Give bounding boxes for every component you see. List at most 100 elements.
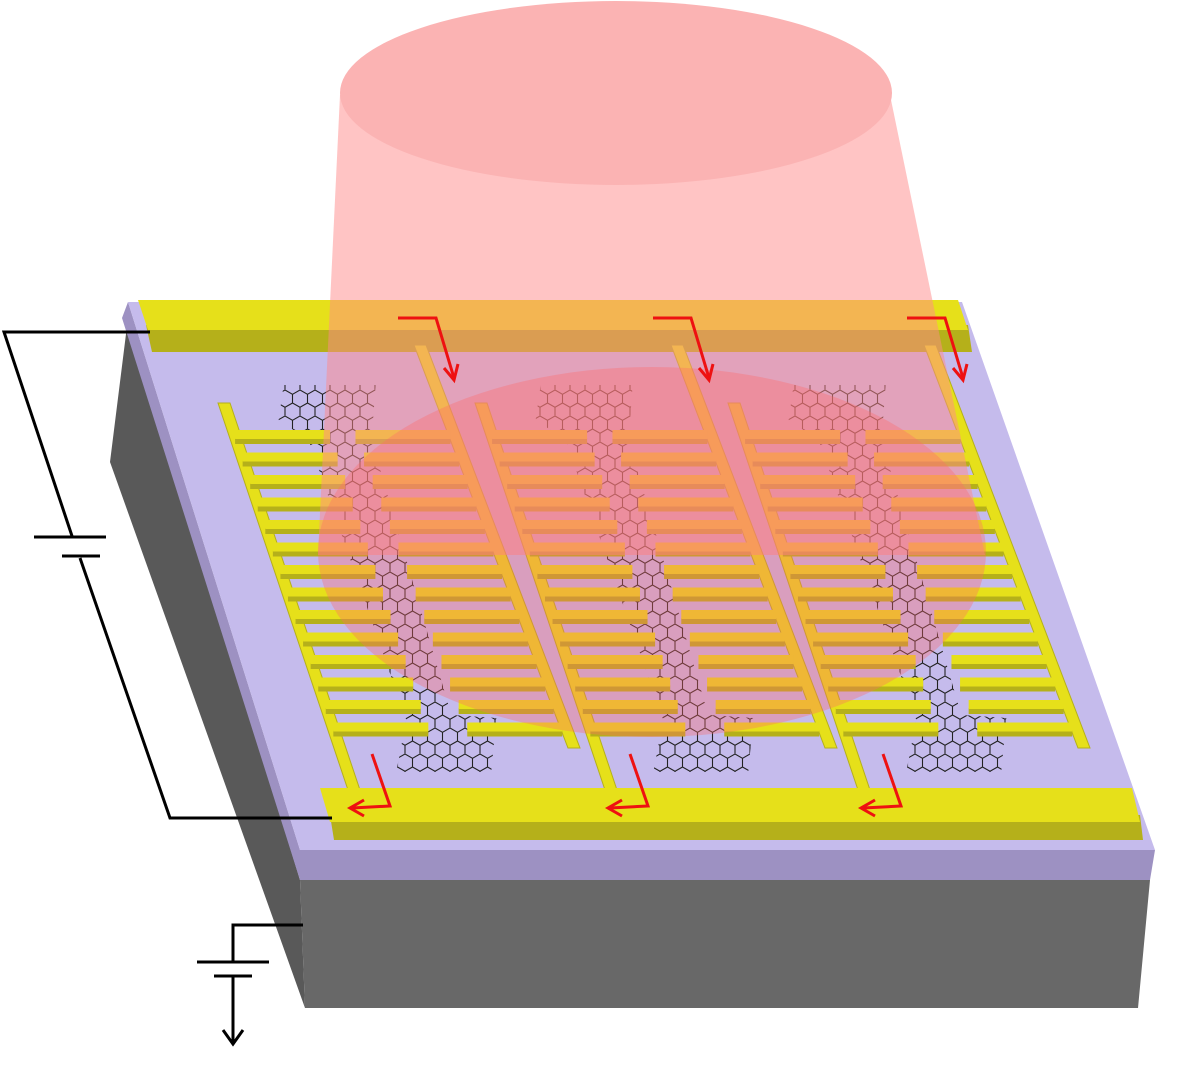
source-finger xyxy=(590,722,686,732)
arrowhead-icon xyxy=(697,363,715,384)
drain-finger xyxy=(934,610,1030,619)
source-finger-shadow xyxy=(813,640,909,647)
source-finger xyxy=(567,655,663,664)
source-finger xyxy=(280,565,376,574)
wire-top xyxy=(1,330,150,537)
current-arrow-in xyxy=(907,316,965,379)
source-finger-shadow xyxy=(820,663,916,669)
source-finger xyxy=(797,587,893,597)
substrate-left-face xyxy=(110,318,305,1008)
light-beam-top xyxy=(340,1,892,185)
drain-finger-shadow xyxy=(960,685,1056,692)
drain-finger-shadow xyxy=(672,595,768,602)
drain-finger xyxy=(724,722,820,732)
source-finger xyxy=(828,677,924,687)
drain-finger-shadow xyxy=(458,708,554,714)
drain-finger xyxy=(707,677,803,687)
source-finger-shadow xyxy=(537,573,633,579)
source-finger xyxy=(325,700,421,709)
drain-finger xyxy=(951,655,1047,664)
drain-finger xyxy=(467,722,563,732)
source-finger-shadow xyxy=(590,730,686,737)
source-finger xyxy=(582,700,678,709)
source-finger-shadow xyxy=(544,595,640,602)
source-finger xyxy=(552,610,648,619)
current-arrow-out xyxy=(862,753,904,810)
arrowhead-icon xyxy=(951,363,969,384)
ground-arrow-icon xyxy=(221,1029,245,1047)
source-finger xyxy=(250,475,346,484)
light-beam-cone xyxy=(318,95,985,555)
source-finger xyxy=(805,610,901,619)
drain-finger-shadow xyxy=(917,573,1013,579)
drain-finger xyxy=(689,632,785,642)
source-finger xyxy=(333,722,429,732)
drain-finger-shadow xyxy=(441,663,537,669)
source-finger xyxy=(318,677,414,687)
source-finger-shadow xyxy=(325,708,421,714)
drain-finger xyxy=(715,700,811,709)
source-finger xyxy=(835,700,931,709)
drain-finger-shadow xyxy=(681,618,777,624)
source-finger-shadow xyxy=(828,685,924,692)
source-finger-shadow xyxy=(552,618,648,624)
source-finger xyxy=(235,430,331,439)
drain-finger-shadow xyxy=(689,640,785,647)
source-finger-shadow xyxy=(797,595,893,602)
drain-finger-shadow xyxy=(707,685,803,692)
drain-finger-shadow xyxy=(951,663,1047,669)
source-finger-shadow xyxy=(310,663,406,669)
current-arrow-in xyxy=(398,316,456,379)
source-finger-shadow xyxy=(295,618,391,624)
drain-finger xyxy=(450,677,546,687)
source-finger-shadow xyxy=(235,438,331,444)
source-finger-shadow xyxy=(280,573,376,579)
arrowhead-icon xyxy=(857,798,876,818)
source-finger xyxy=(537,565,633,574)
drain-finger xyxy=(960,677,1056,687)
drain-finger-shadow xyxy=(407,573,503,579)
drain-finger xyxy=(681,610,777,619)
source-finger xyxy=(287,587,383,597)
source-finger xyxy=(560,632,656,642)
substrate-front-face xyxy=(300,880,1150,1008)
source-finger xyxy=(813,632,909,642)
drain-finger-shadow xyxy=(942,640,1038,647)
drain-finger xyxy=(407,565,503,574)
drain-finger-shadow xyxy=(698,663,794,669)
bottom-electrode-bar xyxy=(320,788,1140,822)
source-finger-shadow xyxy=(567,663,663,669)
source-finger xyxy=(303,632,399,642)
source-finger-shadow xyxy=(250,483,346,489)
drain-finger-shadow xyxy=(968,708,1064,714)
source-finger-shadow xyxy=(257,505,353,512)
source-finger-shadow xyxy=(242,460,338,467)
current-arrow-out xyxy=(609,753,651,810)
source-finger-shadow xyxy=(805,618,901,624)
drain-finger-shadow xyxy=(934,618,1030,624)
source-finger xyxy=(843,722,939,732)
source-finger-shadow xyxy=(303,640,399,647)
source-finger-shadow xyxy=(318,685,414,692)
gate-wire xyxy=(231,923,303,962)
source-finger xyxy=(257,497,353,507)
drain-finger-shadow xyxy=(977,730,1073,737)
arrowhead-icon xyxy=(346,798,365,818)
arrowhead-icon xyxy=(442,363,460,384)
source-finger xyxy=(310,655,406,664)
drain-finger xyxy=(698,655,794,664)
source-finger-shadow xyxy=(843,730,939,737)
drain-finger xyxy=(942,632,1038,642)
source-finger xyxy=(544,587,640,597)
source-finger-shadow xyxy=(287,595,383,602)
current-arrow-out xyxy=(351,753,393,810)
source-finger xyxy=(242,452,338,462)
drain-finger xyxy=(432,632,528,642)
drain-finger-shadow xyxy=(925,595,1021,602)
source-finger-shadow xyxy=(560,640,656,647)
drain-finger xyxy=(917,565,1013,574)
drain-finger-shadow xyxy=(415,595,511,602)
source-finger xyxy=(575,677,671,687)
source-finger-shadow xyxy=(835,708,931,714)
